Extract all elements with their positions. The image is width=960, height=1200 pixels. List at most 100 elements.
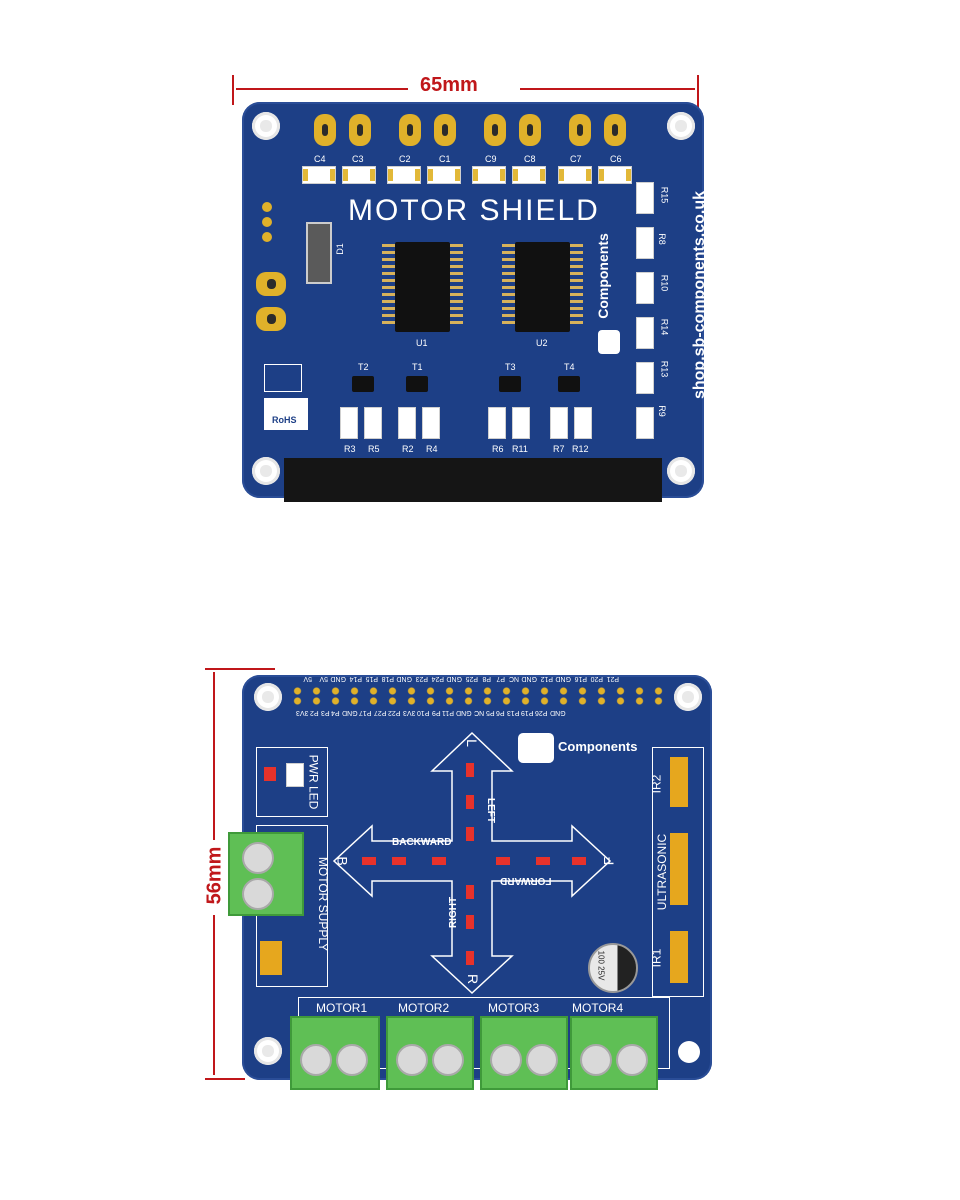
height-label: 56mm: [203, 846, 226, 905]
transistor-label: T3: [505, 362, 516, 372]
resistor-label: R13: [659, 360, 670, 378]
transistor: [499, 376, 521, 392]
transistor: [558, 376, 580, 392]
bottom-board: 5V 5V GND P14 P15 P18 GND P23 P24 GND P2…: [242, 675, 712, 1080]
resistor-label: R6: [492, 444, 504, 454]
capacitor-label: C3: [352, 154, 364, 164]
sensor-box: [652, 747, 704, 997]
resistor-label: R2: [402, 444, 414, 454]
mount-hole: [667, 457, 695, 485]
chip-pins: [382, 244, 395, 328]
rohs-label: RoHS: [272, 415, 297, 425]
capacitor-label: C6: [610, 154, 622, 164]
resistor-label: R9: [656, 405, 667, 417]
transistor-label: T4: [564, 362, 575, 372]
f-label: F: [600, 856, 617, 866]
mount-hole: [254, 1037, 282, 1065]
pwr-led: [264, 767, 276, 781]
motor-label: MOTOR2: [398, 1001, 450, 1015]
board-title: MOTOR SHIELD: [348, 194, 600, 227]
smd-capacitor: [302, 166, 336, 184]
solder-pad: [434, 114, 456, 146]
resistor-label: R11: [512, 444, 528, 454]
direction-led: [362, 857, 376, 865]
smd-resistor: [422, 407, 440, 439]
sb-logo-icon: [518, 733, 554, 763]
mount-hole: [674, 683, 702, 711]
transistor: [352, 376, 374, 392]
smd-capacitor: [598, 166, 632, 184]
screw-icon: [396, 1044, 428, 1076]
direction-led: [432, 857, 446, 865]
motor-label: MOTOR1: [316, 1001, 368, 1015]
screw-icon: [300, 1044, 332, 1076]
capacitor-label: C8: [524, 154, 536, 164]
motor3-terminal: [480, 1016, 568, 1090]
solder-pad: [604, 114, 626, 146]
forward-label: FORWARD: [500, 875, 552, 886]
solder-pad: [314, 114, 336, 146]
screw-icon: [242, 842, 274, 874]
smd-capacitor: [342, 166, 376, 184]
direction-arrows: [332, 731, 612, 995]
solder-pad: [262, 232, 272, 242]
solder-pad: [399, 114, 421, 146]
direction-led: [572, 857, 586, 865]
resistor-column: [636, 182, 656, 439]
transistor-label: T1: [412, 362, 423, 372]
smd-resistor: [364, 407, 382, 439]
smd-resistor: [488, 407, 506, 439]
solder-pad: [256, 272, 286, 296]
solder-pad: [262, 202, 272, 212]
pwr-led-box: [256, 747, 328, 817]
capacitor-label: C4: [314, 154, 326, 164]
solder-pad: [349, 114, 371, 146]
driver-chip-u2: [515, 242, 570, 332]
motor4-terminal: [570, 1016, 658, 1090]
motor-supply-terminal: [228, 832, 304, 916]
mount-hole: [252, 457, 280, 485]
pwr-led-label: PWR LED: [306, 754, 321, 810]
direction-led: [466, 885, 474, 899]
chip-label: U2: [536, 338, 548, 348]
direction-led: [536, 857, 550, 865]
diode: [306, 222, 332, 284]
weee-icon: [264, 364, 302, 392]
smd-resistor: [340, 407, 358, 439]
resistor-label: R5: [368, 444, 380, 454]
electrolytic-capacitor: [588, 943, 638, 993]
smd-resistor: [512, 407, 530, 439]
smd-capacitor: [472, 166, 506, 184]
solder-pad: [569, 114, 591, 146]
pin-header-strip: [288, 677, 668, 723]
smd-resistor: [636, 362, 654, 394]
direction-led: [466, 795, 474, 809]
resistor-label: R14: [659, 318, 670, 336]
smd-resistor: [636, 272, 654, 304]
top-board: C4 C3 C2 C1 C9 C8 C7 C6 MOTOR SHIELD D1 …: [242, 102, 708, 502]
resistor-label: R7: [553, 444, 565, 454]
shop-url: shop.sb-components.co.uk: [691, 191, 708, 400]
smd-resistor: [636, 182, 654, 214]
chip-pins: [570, 244, 583, 328]
capacitor-label: C1: [439, 154, 451, 164]
backward-label: BACKWARD: [392, 837, 452, 848]
motor-label: MOTOR3: [488, 1001, 540, 1015]
chip-label: U1: [416, 338, 428, 348]
resistor-label: R15: [659, 186, 670, 204]
resistor-label: R3: [344, 444, 356, 454]
direction-led: [496, 857, 510, 865]
screw-icon: [242, 878, 274, 910]
direction-led: [466, 951, 474, 965]
resistor-label: R12: [572, 444, 589, 454]
screw-icon: [336, 1044, 368, 1076]
brand-label: Components: [594, 233, 611, 319]
supply-jumper: [260, 941, 282, 975]
pin-labels-bottom: 3V3 P2 P3 P4 GND P17 P27 P22 3V3 P10 P9 …: [296, 709, 566, 716]
solder-pad: [519, 114, 541, 146]
smd-resistor: [398, 407, 416, 439]
resistor-label: R4: [426, 444, 438, 454]
smd-capacitor: [427, 166, 461, 184]
mount-hole: [667, 112, 695, 140]
resistor-label: R8: [656, 233, 667, 245]
